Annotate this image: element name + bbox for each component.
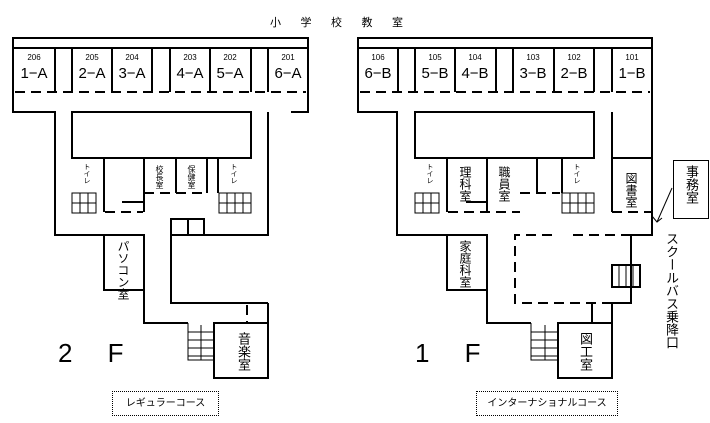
svg-text:5−B: 5−B — [421, 65, 448, 82]
svg-text:104: 104 — [468, 53, 482, 62]
home-ec-room-label: 家庭科室 — [458, 240, 472, 288]
floor1-label: 1 F — [415, 338, 495, 368]
svg-text:102: 102 — [567, 53, 581, 62]
svg-text:5−A: 5−A — [216, 65, 243, 82]
toilet-label: トイレ — [426, 163, 434, 184]
svg-text:201: 201 — [281, 53, 295, 62]
svg-text:1−A: 1−A — [20, 65, 47, 82]
office-callout: 事務室 — [673, 160, 709, 219]
toilet-label: トイレ — [230, 163, 238, 184]
svg-text:203: 203 — [183, 53, 197, 62]
office-label: 事務室 — [683, 165, 698, 204]
floor1-room-labels: 106 6−B 105 5−B 104 4−B 103 3−B 102 2−B 101 1−… — [364, 53, 645, 82]
library-label: 図書室 — [624, 172, 638, 208]
svg-text:202: 202 — [223, 53, 237, 62]
toilet-label: トイレ — [573, 163, 581, 184]
svg-text:2−A: 2−A — [78, 65, 105, 82]
svg-text:101: 101 — [625, 53, 639, 62]
floor2-label: 2 F — [58, 338, 138, 368]
svg-text:4−A: 4−A — [176, 65, 203, 82]
staff-room-label: 職員室 — [497, 166, 511, 202]
international-course-label: インターナショナルコース — [476, 391, 618, 416]
svg-text:1−B: 1−B — [618, 65, 645, 82]
svg-text:205: 205 — [85, 53, 99, 62]
music-room-label: 音楽室 — [235, 332, 250, 371]
toilet-label: トイレ — [83, 163, 91, 184]
nurse-office-label: 保健室 — [187, 165, 196, 189]
svg-text:2−B: 2−B — [560, 65, 587, 82]
computer-room-label: パソコン室 — [116, 240, 130, 300]
floor1-walls — [357, 37, 673, 379]
floor2-walls — [12, 37, 309, 379]
page-title: 小 学 校 教 室 — [270, 16, 411, 29]
svg-text:4−B: 4−B — [461, 65, 488, 82]
svg-text:106: 106 — [371, 53, 385, 62]
floor2-room-labels: 206 1−A 205 2−A 204 3−A 203 4−A 202 5−A 201 6−… — [20, 53, 301, 82]
principal-office-label: 校長室 — [155, 165, 164, 189]
svg-text:3−A: 3−A — [118, 65, 145, 82]
svg-text:103: 103 — [526, 53, 540, 62]
svg-text:3−B: 3−B — [519, 65, 546, 82]
svg-text:6−B: 6−B — [364, 65, 391, 82]
svg-text:6−A: 6−A — [274, 65, 301, 82]
svg-text:204: 204 — [125, 53, 139, 62]
school-bus-stop-label: スクールバス乗降口 — [663, 232, 678, 349]
svg-text:206: 206 — [27, 53, 41, 62]
science-room-label: 理科室 — [458, 166, 472, 202]
regular-course-label: レギュラーコース — [112, 391, 219, 416]
art-room-label: 図工室 — [577, 332, 592, 371]
svg-text:105: 105 — [428, 53, 442, 62]
